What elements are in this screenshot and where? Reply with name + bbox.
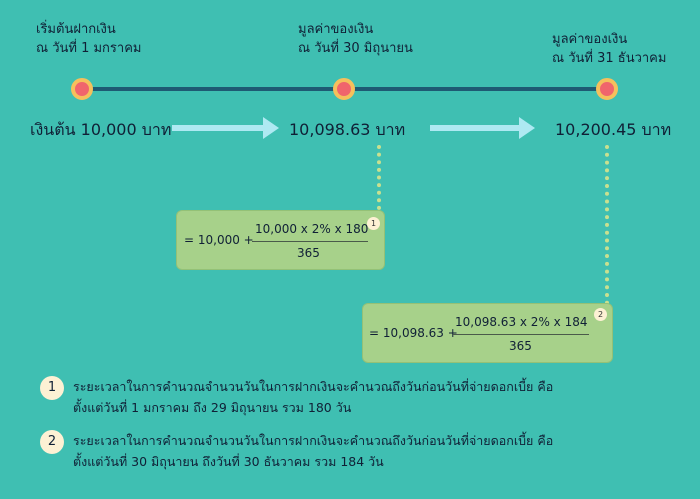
arrow-mid-to-end-head (519, 117, 535, 139)
formula-2-denominator: 365 (509, 339, 532, 353)
note-2-badge: 2 (40, 430, 64, 454)
connector-mid-dotted (377, 145, 381, 210)
note-1-text: ระยะเวลาในการคำนวณจำนวนวันในการฝากเงินจะ… (73, 376, 553, 418)
amount-start: เงินต้น 10,000 บาท (30, 120, 172, 139)
note-1-line2: ตั้งแต่วันที่ 1 มกราคม ถึง 29 มิถุนายน ร… (73, 400, 352, 415)
formula-box-1: = 10,000 + 10,000 x 2% x 180 365 1 (176, 210, 385, 270)
milestone-start-date: ณ วันที่ 1 มกราคม (36, 41, 142, 56)
arrow-mid-to-end-shaft (430, 125, 520, 131)
milestone-mid-date: ณ วันที่ 30 มิถุนายน (298, 41, 413, 56)
timeline-dot-end (596, 78, 618, 100)
milestone-end-date: ณ วันที่ 31 ธันวาคม (552, 51, 667, 66)
formula-1-lhs: = 10,000 + (184, 233, 254, 247)
formula-1-fraction-line (252, 241, 368, 242)
note-2-line1: ระยะเวลาในการคำนวณจำนวนวันในการฝากเงินจะ… (73, 433, 554, 448)
timeline-dot-start (71, 78, 93, 100)
formula-1-denominator: 365 (297, 246, 320, 260)
amount-end: 10,200.45 บาท (555, 120, 672, 139)
formula-2-badge: 2 (594, 308, 607, 321)
milestone-mid-label: มูลค่าของเงิน ณ วันที่ 30 มิถุนายน (298, 20, 413, 58)
formula-2-numerator: 10,098.63 x 2% x 184 (455, 315, 588, 329)
formula-1-numerator: 10,000 x 2% x 180 (255, 222, 369, 236)
note-1-line1: ระยะเวลาในการคำนวณจำนวนวันในการฝากเงินจะ… (73, 379, 554, 394)
note-2-line2: ตั้งแต่วันที่ 30 มิถุนายน ถึงวันที่ 30 ธ… (73, 454, 384, 469)
arrow-start-to-mid-shaft (172, 125, 264, 131)
arrow-start-to-mid-head (263, 117, 279, 139)
note-2-text: ระยะเวลาในการคำนวณจำนวนวันในการฝากเงินจะ… (73, 430, 553, 472)
formula-1-badge: 1 (367, 217, 380, 230)
formula-2-lhs: = 10,098.63 + (369, 326, 458, 340)
milestone-start-title: เริ่มต้นฝากเงิน (36, 22, 116, 37)
formula-2-fraction-line (453, 334, 589, 335)
timeline-dot-mid (333, 78, 355, 100)
note-1-badge: 1 (40, 376, 64, 400)
milestone-start-label: เริ่มต้นฝากเงิน ณ วันที่ 1 มกราคม (36, 20, 141, 58)
amount-mid: 10,098.63 บาท (289, 120, 406, 139)
connector-end-dotted (605, 145, 609, 305)
formula-box-2: = 10,098.63 + 10,098.63 x 2% x 184 365 2 (362, 303, 613, 363)
milestone-end-title: มูลค่าของเงิน (552, 32, 628, 47)
milestone-mid-title: มูลค่าของเงิน (298, 22, 374, 37)
milestone-end-label: มูลค่าของเงิน ณ วันที่ 31 ธันวาคม (552, 30, 666, 68)
